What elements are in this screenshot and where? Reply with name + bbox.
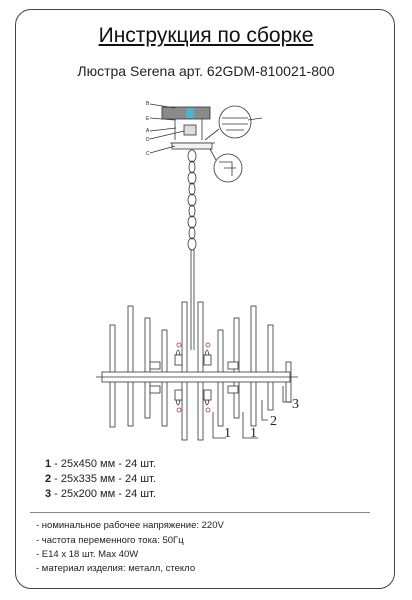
part-letter-d: D: [146, 137, 150, 143]
spec-line-3: 3 - 25x200 мм - 24 шт.: [45, 488, 156, 500]
callout-number-2: 2: [270, 414, 277, 429]
tech-material: - материал изделия: металл, стекло: [36, 563, 196, 574]
callout-leader-1a: [212, 412, 226, 439]
callout-number-3: 3: [292, 397, 299, 412]
glass-rods-center: [181, 301, 204, 441]
part-letter-c: C: [146, 151, 150, 157]
callout-leader-3: [282, 386, 292, 403]
tech-voltage: - номинальное рабочее напряжение: 220V: [36, 520, 224, 531]
detail-magnifier-wires: [218, 105, 252, 139]
part-letter-e: E: [146, 116, 150, 122]
tech-frequency: - частота переменного тока: 50Гц: [36, 535, 184, 546]
spec-line-2: 2 - 25x335 мм - 24 шт.: [45, 473, 156, 485]
callout-number-1a: 1: [224, 426, 231, 441]
wire-connector: [186, 108, 194, 118]
part-letter-a: A: [146, 128, 150, 134]
part-letter-b: B: [146, 101, 150, 107]
canopy: [171, 142, 213, 150]
product-subtitle: Люстра Serena арт. 62GDM-810021-800: [77, 63, 335, 79]
callout-number-1b: 1: [250, 426, 257, 441]
candle-bulbs: [149, 349, 239, 406]
page-title: Инструкция по сборке: [98, 24, 314, 47]
tech-bulbs: - E14 x 18 шт. Max 40W: [36, 549, 139, 560]
callout-leader-2: [261, 400, 268, 421]
section-divider: [30, 512, 370, 513]
callout-leader-1b: [242, 412, 258, 439]
detail-magnifier-hook: [213, 153, 243, 183]
mounting-bracket: [183, 124, 197, 136]
spec-line-1: 1 - 25x450 мм - 24 шт.: [45, 458, 156, 470]
page-frame: [15, 9, 395, 589]
suspension-chain: [187, 149, 197, 251]
